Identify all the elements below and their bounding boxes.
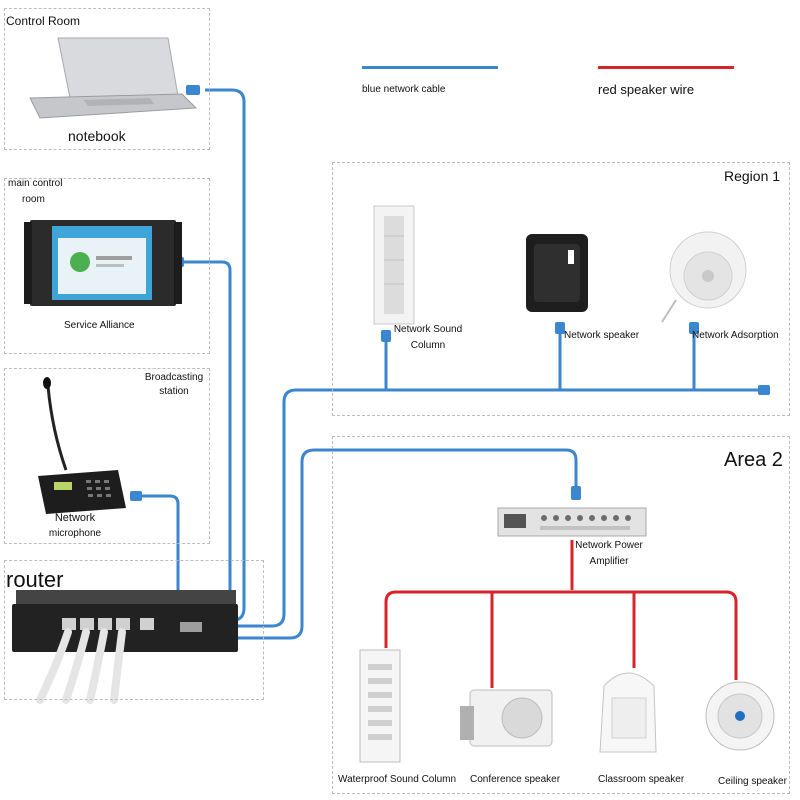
network-power-amplifier-icon [497, 507, 647, 537]
rj45-connector [689, 322, 699, 334]
main-control-room-box [4, 178, 210, 354]
network-adsorption-icon [661, 231, 747, 323]
waterproof-sound-column-icon [359, 649, 401, 763]
cable-microphone-router [140, 494, 180, 600]
control-room-title: Control Room [6, 14, 81, 28]
service-alliance-icon [24, 220, 182, 306]
control-room-box [4, 8, 210, 150]
legend-blue-line [362, 66, 498, 69]
broadcasting-title-line1: Broadcasting [144, 372, 204, 383]
main-control-room-title-line1: main control [8, 178, 63, 189]
cable-notebook-router [205, 88, 246, 622]
rj45-connector [130, 491, 142, 501]
rj45-connector [186, 85, 200, 95]
area2-title: Area 2 [724, 449, 783, 471]
amplifier-label-line2: Amplifier [589, 556, 629, 567]
rj45-connector [381, 330, 391, 342]
cable-router-region1 [238, 388, 760, 628]
area2-speaker-1-label: Waterproof Sound Column [338, 774, 457, 785]
region1-device-1-line1: Network Sound [393, 324, 463, 335]
area2-speaker-3-label: Classroom speaker [598, 774, 685, 785]
rj45-connector [571, 486, 581, 500]
service-alliance-label: Service Alliance [64, 320, 135, 331]
broadcasting-title-line2: station [159, 386, 189, 397]
router-label: router [6, 567, 64, 592]
conference-speaker-icon [460, 689, 553, 747]
region1-device-1-line2: Column [410, 340, 446, 351]
area2-speaker-4-label: Ceiling speaker [718, 776, 787, 787]
legend-red-label: red speaker wire [598, 82, 695, 97]
microphone-label-line2: microphone [48, 528, 102, 539]
region1-box [332, 162, 790, 416]
wire-speaker-bus [384, 590, 738, 680]
network-microphone-icon [38, 377, 126, 514]
network-sound-column-icon [373, 205, 415, 325]
rj45-connector [555, 322, 565, 334]
cable-service-router [180, 260, 232, 612]
notebook-label: notebook [68, 128, 126, 144]
red-wires [384, 540, 738, 688]
classroom-speaker-icon [599, 672, 657, 753]
cable-router-amplifier [238, 448, 578, 640]
amplifier-label-line1: Network Power [575, 540, 643, 551]
rj45-connector [758, 385, 770, 395]
microphone-label-line1: Network [54, 512, 96, 524]
region1-device-3-label: Network Adsorption [692, 330, 779, 341]
legend-blue-label: blue network cable [362, 84, 446, 95]
area2-speaker-2-label: Conference speaker [470, 774, 561, 785]
ceiling-speaker-icon [705, 681, 775, 751]
legend-red-line [598, 66, 734, 69]
region1-device-2-label: Network speaker [564, 330, 640, 341]
main-control-room-title-line2: room [22, 194, 45, 205]
router-icon [12, 590, 238, 704]
router-box [4, 560, 264, 700]
broadcasting-station-box [4, 368, 210, 544]
region1-title: Region 1 [724, 168, 781, 184]
area2-box [332, 436, 790, 794]
network-speaker-icon [526, 234, 588, 312]
blue-cables [140, 88, 760, 640]
notebook-icon [29, 37, 198, 119]
